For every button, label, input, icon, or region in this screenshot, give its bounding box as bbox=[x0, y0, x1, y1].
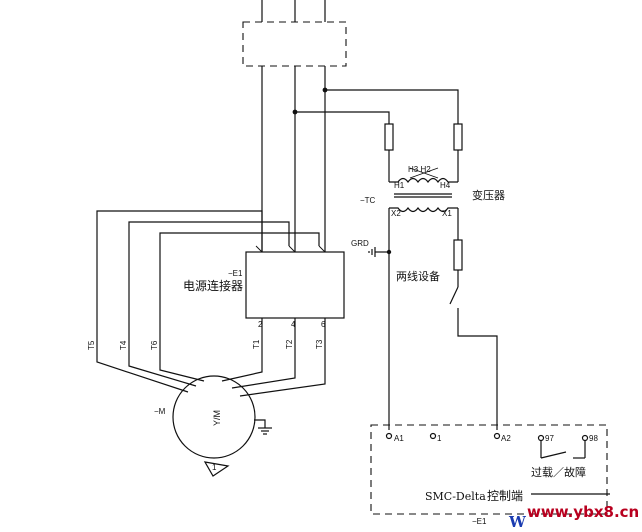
feeder-lines bbox=[261, 66, 459, 252]
label-t2: T2 bbox=[285, 339, 294, 349]
ground-symbol bbox=[368, 247, 392, 257]
two-wire-device-contact bbox=[449, 286, 498, 430]
label-power-contactor: 电源连接器 bbox=[183, 278, 243, 293]
label-term-6: 6 bbox=[321, 320, 326, 329]
label-grd: GRD bbox=[351, 239, 369, 248]
label-t5: T5 bbox=[87, 340, 96, 350]
label-x1: X1 bbox=[442, 209, 452, 218]
svg-text:1: 1 bbox=[212, 463, 217, 472]
disconnect-box bbox=[242, 21, 347, 67]
contactor-input-terminals bbox=[255, 245, 326, 253]
label-smc-delta-prefix: SMC-Delta bbox=[425, 490, 486, 503]
rotation-triangle-icon: 1 bbox=[203, 461, 230, 477]
label-transformer: 变压器 bbox=[472, 188, 505, 202]
primary-fuse-left bbox=[384, 123, 394, 151]
control-transformer bbox=[389, 167, 458, 213]
control-terminals bbox=[385, 432, 589, 442]
incoming-supply-lines bbox=[261, 0, 326, 22]
label-97: 97 bbox=[545, 434, 554, 443]
label-motor-symbol: Y/M bbox=[212, 410, 222, 426]
power-contactor bbox=[245, 251, 345, 319]
label-h3h2: H3 H2 bbox=[408, 165, 431, 174]
label-x2: X2 bbox=[391, 209, 401, 218]
primary-fuse-right bbox=[453, 123, 463, 151]
watermark-url: www.ybx8.cn bbox=[527, 503, 639, 521]
label-overload-fault: 过载／故障 bbox=[531, 465, 586, 479]
secondary-fuse bbox=[453, 239, 463, 271]
label-t1: T1 bbox=[252, 339, 261, 349]
label-98: 98 bbox=[589, 434, 598, 443]
label-smc-delta-control: 控制端 bbox=[487, 489, 523, 503]
overload-fault-contact bbox=[540, 441, 586, 459]
label-h4: H4 bbox=[440, 181, 451, 190]
contactor-output-wires bbox=[261, 318, 326, 360]
label-motor-tag: −M bbox=[154, 407, 166, 416]
delta-loop-wires bbox=[96, 210, 320, 345]
label-h1: H1 bbox=[394, 181, 405, 190]
label-t3: T3 bbox=[315, 339, 324, 349]
label-tc: −TC bbox=[360, 196, 376, 205]
motor-ground-icon bbox=[254, 419, 272, 435]
label-t6: T6 bbox=[150, 340, 159, 350]
label-t4: T4 bbox=[119, 340, 128, 350]
smc-delta-control-box bbox=[370, 424, 608, 515]
label-term-4: 4 bbox=[291, 320, 296, 329]
label-term-2: 2 bbox=[258, 320, 263, 329]
motor-leads bbox=[96, 345, 326, 397]
watermark-w: W bbox=[508, 513, 527, 531]
label-terminal-1: 1 bbox=[437, 434, 442, 443]
label-e1-top: −E1 bbox=[228, 269, 243, 278]
label-e1-bottom: −E1 bbox=[472, 517, 487, 526]
motor-symbol bbox=[172, 375, 256, 459]
label-a2: A2 bbox=[501, 434, 511, 443]
label-a1: A1 bbox=[394, 434, 404, 443]
label-two-wire-device: 两线设备 bbox=[396, 269, 440, 283]
